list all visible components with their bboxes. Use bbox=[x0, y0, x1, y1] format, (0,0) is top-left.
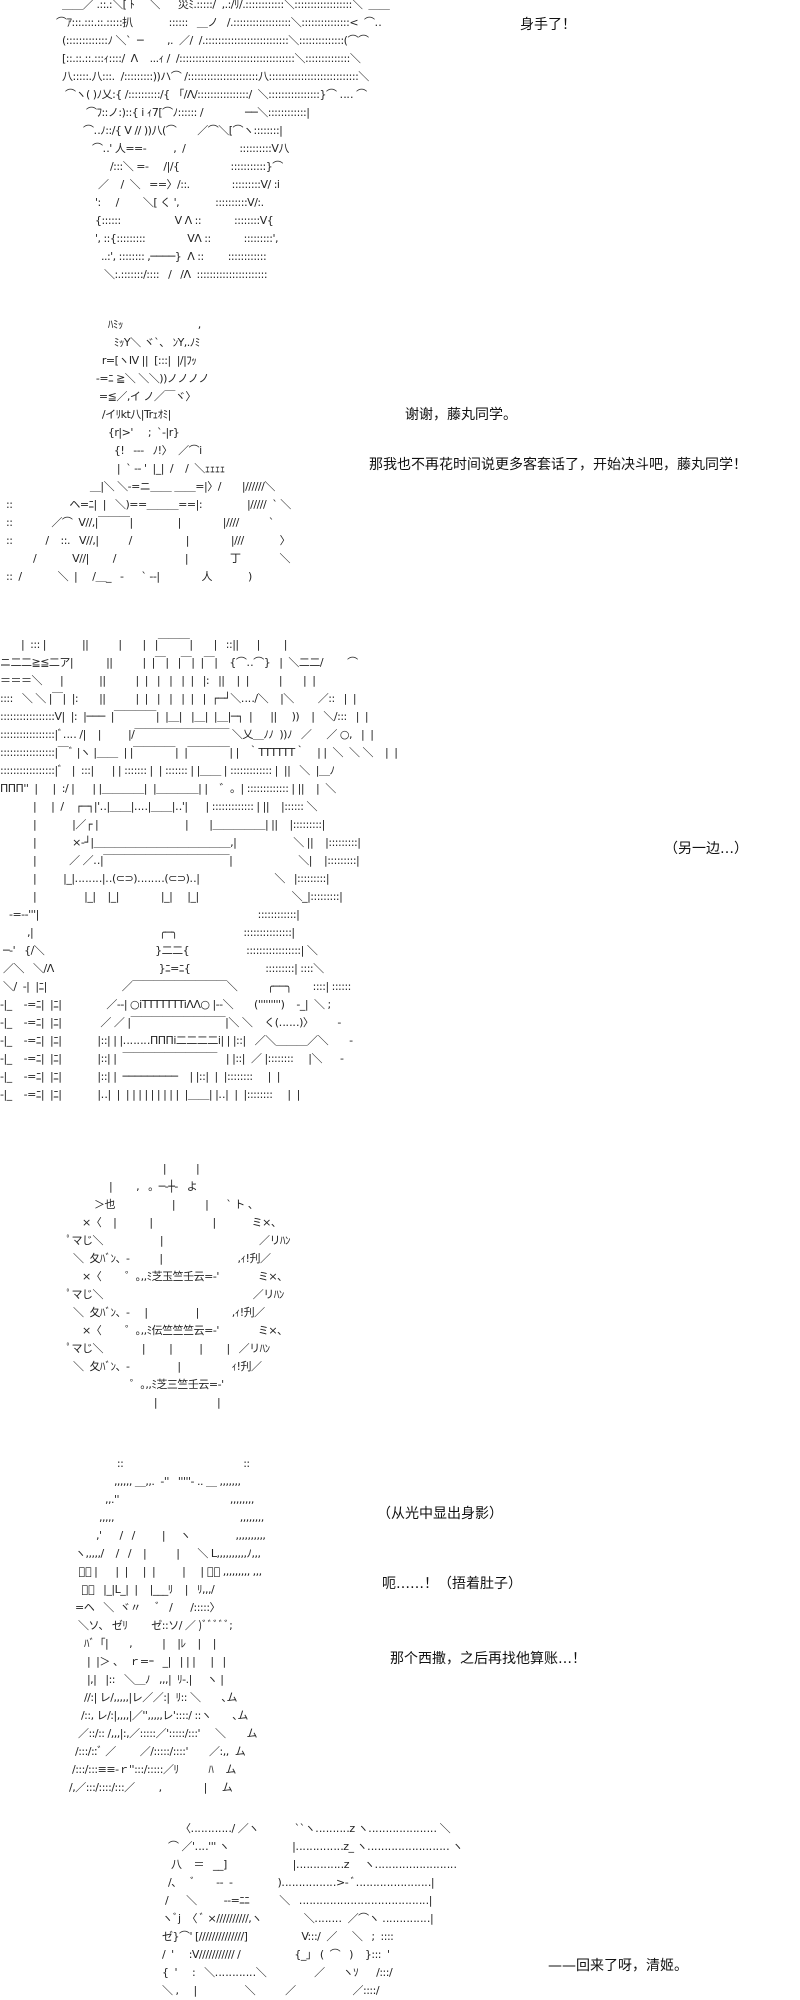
ascii-art-panel-6: 〈‥‥‥‥‥‥/ ／ヽ ``ヽ‥‥‥‥‥z ヽ‥‥‥‥‥‥‥‥‥‥ ＼ ⌒ ／'… bbox=[161, 1822, 463, 1997]
narration-text: （从光中显出身影） bbox=[377, 1506, 503, 1522]
dialogue-text: 那个西撒，之后再找他算账…！ bbox=[390, 1651, 586, 1667]
dialogue-text: 身手了！ bbox=[520, 17, 576, 33]
ascii-art-panel-5: :: :: ,,,,,, ＿,,. ‐'' '''''‐ .. ＿ ,,,,,,… bbox=[68, 1457, 266, 1794]
ascii-art-panel-1: ＿＿／ .::.:＼[ ﾄ ＼ 災ﾐ.:::::/ ,.:/ﾘ/.:::::::… bbox=[56, 0, 390, 281]
dialogue-text: 那我也不再花时间说更多客套话了，开始决斗吧，藤丸同学！ bbox=[369, 457, 747, 473]
narration-text: （另一边…） bbox=[664, 841, 748, 857]
ascii-art-panel-2: ﾊﾐｯ , ﾐｯY＼ ヾ`、 ﾝY,.ﾉﾐ r=[ヽIV || [:::| |/… bbox=[5, 318, 291, 583]
ascii-art-panel-4: | | | , 。─‐┼‐ よ ＞也 | | ` ト 、 ×〈 | | | ミ×… bbox=[63, 1162, 291, 1409]
dialogue-text: 谢谢，藤丸同学。 bbox=[405, 407, 517, 423]
dialogue-text: 呃……！（捂着肚子） bbox=[382, 1576, 522, 1592]
ascii-art-panel-3: | ::: | || | | |￣￣￣| | ::|| | | ニ二二≧≦二ア|… bbox=[0, 638, 398, 1101]
dialogue-text: ——回来了呀，清姬。 bbox=[548, 1958, 688, 1974]
